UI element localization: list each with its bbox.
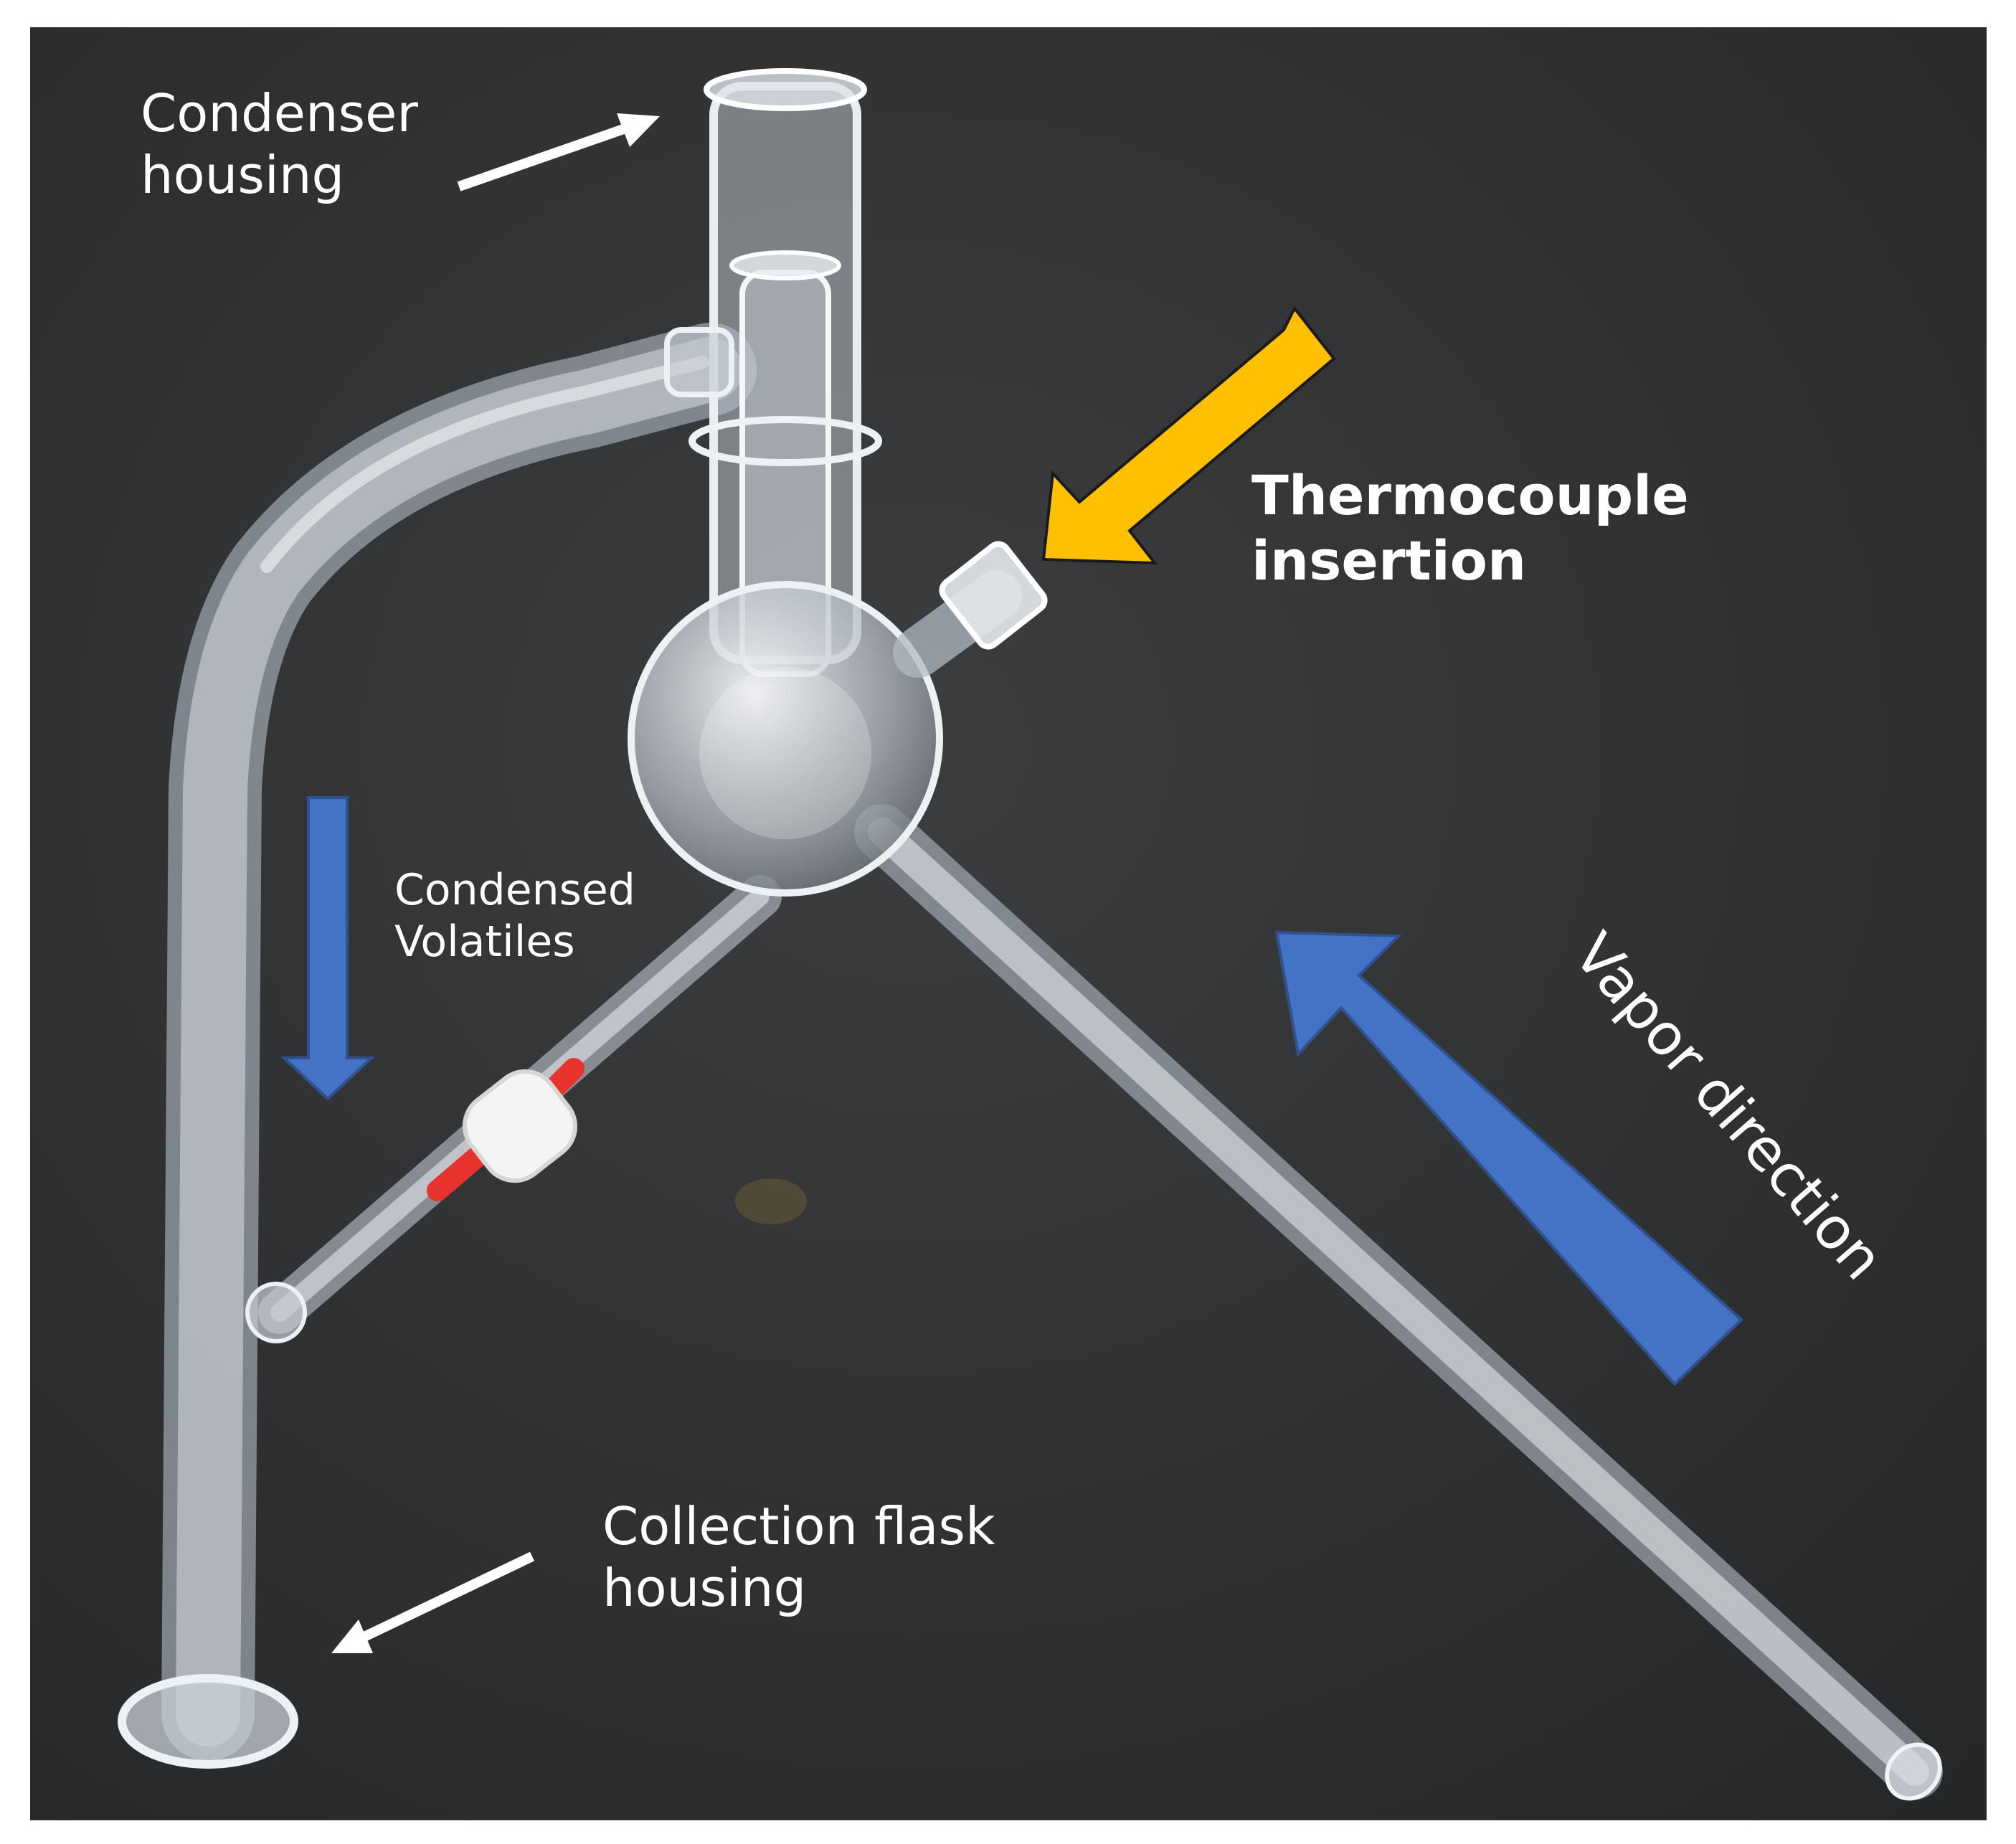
glassware [118,68,1943,1801]
thermocouple-label-line1: Thermocouple [1251,463,1689,527]
collection-flask-housing-label: Collection flask housing [602,1495,995,1620]
collection-label-line1: Collection flask [602,1496,995,1556]
arrow-thermocouple [1041,306,1336,565]
arrow-collection [331,1551,535,1653]
collection-label-line2: housing [602,1558,807,1619]
arrow-condensed [280,796,376,1101]
condenser-housing-label: Condenser housing [141,82,418,207]
condensed-label-line1: Condensed [394,865,635,915]
bulb [628,581,943,897]
condensed-volatiles-label: Condensed Volatiles [394,864,635,968]
condenser-label-line2: housing [141,145,345,206]
stopcock-key [462,1069,578,1183]
condensed-label-line2: Volatiles [394,917,575,967]
bench-speck [735,1178,807,1224]
condenser-joint [704,68,867,111]
arrow-vapor [1274,930,1743,1386]
collection-joint [118,1674,298,1769]
annotation-arrows [280,113,1743,1653]
arrow-condenser [457,113,660,192]
apparatus-photo [30,27,1987,1820]
condenser-label-line1: Condenser [141,83,418,143]
thermocouple-label-line2: insertion [1251,529,1527,593]
thermocouple-insertion-label: Thermocouple insertion [1251,463,1689,593]
